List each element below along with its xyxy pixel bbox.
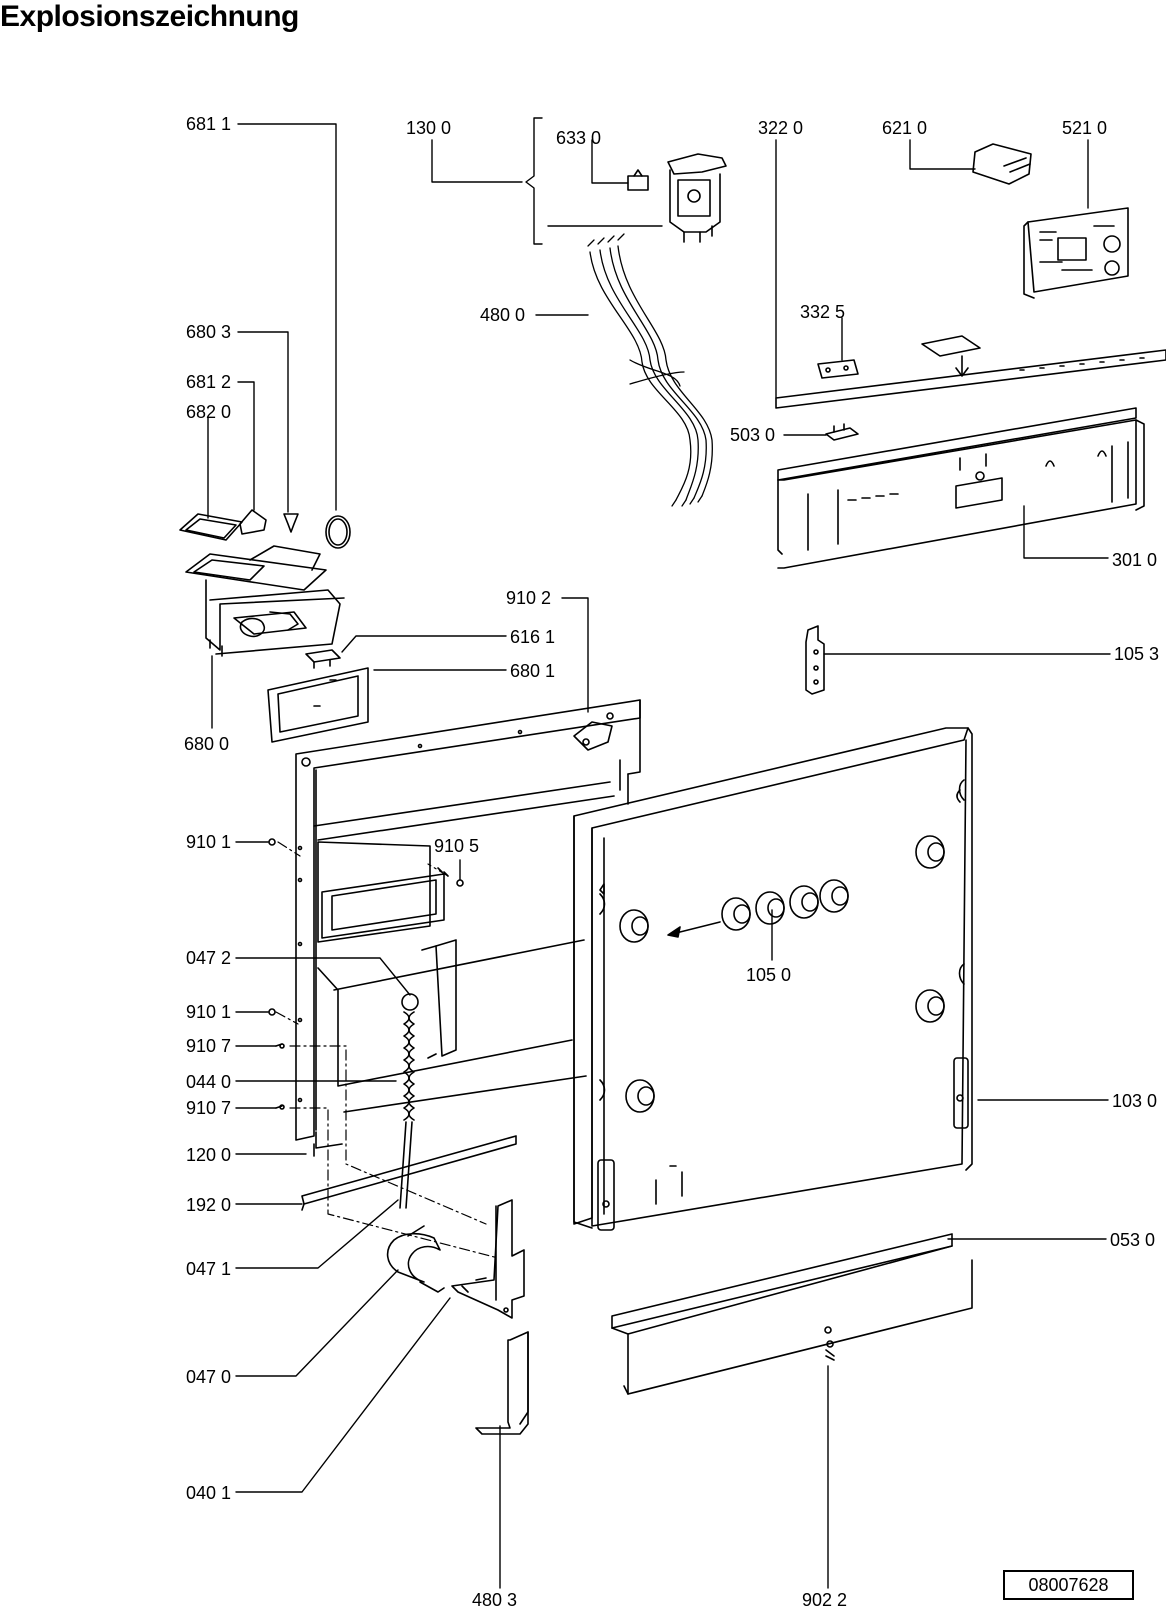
part-label: 047 0 [186,1367,231,1387]
part-label: 047 2 [186,948,231,968]
leader-lines [207,117,1111,1589]
door-lock-part [667,153,727,243]
part-label: 621 0 [882,118,927,138]
part-label: 480 3 [472,1590,517,1609]
part-label: 105 0 [746,965,791,985]
hinge-bracket-part [805,625,825,695]
latch-piece-part [305,649,341,669]
part-label: 616 1 [510,627,555,647]
dispenser-gasket-part [179,513,243,541]
kick-plate-part [611,1233,973,1395]
part-label: 910 1 [186,832,231,852]
part-label: 103 0 [1112,1091,1157,1111]
door-rollers [619,835,945,1113]
part-label: 192 0 [186,1195,231,1215]
control-board-part [1023,207,1129,299]
part-label: 521 0 [1062,118,1107,138]
part-label: 053 0 [1110,1230,1155,1250]
door-spring-part [399,993,419,1209]
part-label: 910 2 [506,588,551,608]
guide-rail-part [301,1135,517,1211]
part-label: 681 1 [186,114,231,134]
part-label: 682 0 [186,402,231,422]
door-screw-part [825,1340,835,1361]
micro-switch-part [627,169,649,191]
trim-strip-part [775,349,1166,409]
page-title: Explosionszeichnung [0,0,299,33]
part-label: 047 1 [186,1259,231,1279]
part-label: 910 5 [434,836,479,856]
part-label: 503 0 [730,425,775,445]
part-label: 301 0 [1112,550,1157,570]
l-bracket-part [475,1331,529,1435]
part-label: 480 0 [480,305,525,325]
document-number: 08007628 [1003,1570,1134,1600]
part-label: 910 7 [186,1098,231,1118]
part-label: 910 7 [186,1036,231,1056]
part-labels: 681 1 130 0 633 0 322 0 621 0 521 0 480 … [184,114,1159,1609]
part-label: 120 0 [186,1145,231,1165]
part-label: 322 0 [758,118,803,138]
clip-part [825,423,859,441]
assembly-lines [275,841,499,1259]
part-label: 044 0 [186,1072,231,1092]
label-plate-part [921,335,981,377]
wire-harness-part [587,233,713,507]
part-label: 680 0 [184,734,229,754]
part-label: 633 0 [556,128,601,148]
part-label: 680 1 [510,661,555,681]
detergent-dispenser-part [185,545,345,657]
dispenser-cap-part [239,509,267,535]
circuit-board-small-part [972,143,1032,185]
part-label: 105 3 [1114,644,1159,664]
part-label: 681 2 [186,372,231,392]
part-label: 332 5 [800,302,845,322]
inner-door-panel-part [295,699,641,1157]
o-ring-part [325,515,351,549]
dispenser-plug-part [283,513,299,533]
dispenser-frame-gasket-part [267,667,369,743]
part-label: 902 2 [802,1590,847,1609]
hinge-assembly-part [451,1199,525,1319]
outer-door-panel-part [573,727,973,1231]
part-label: 130 0 [406,118,451,138]
hinge-arm-part [386,1225,445,1293]
part-label: 910 1 [186,1002,231,1022]
mounting-bracket-part [817,359,859,379]
part-label: 680 3 [186,322,231,342]
part-label: 040 1 [186,1483,231,1503]
control-panel-part [777,407,1145,569]
